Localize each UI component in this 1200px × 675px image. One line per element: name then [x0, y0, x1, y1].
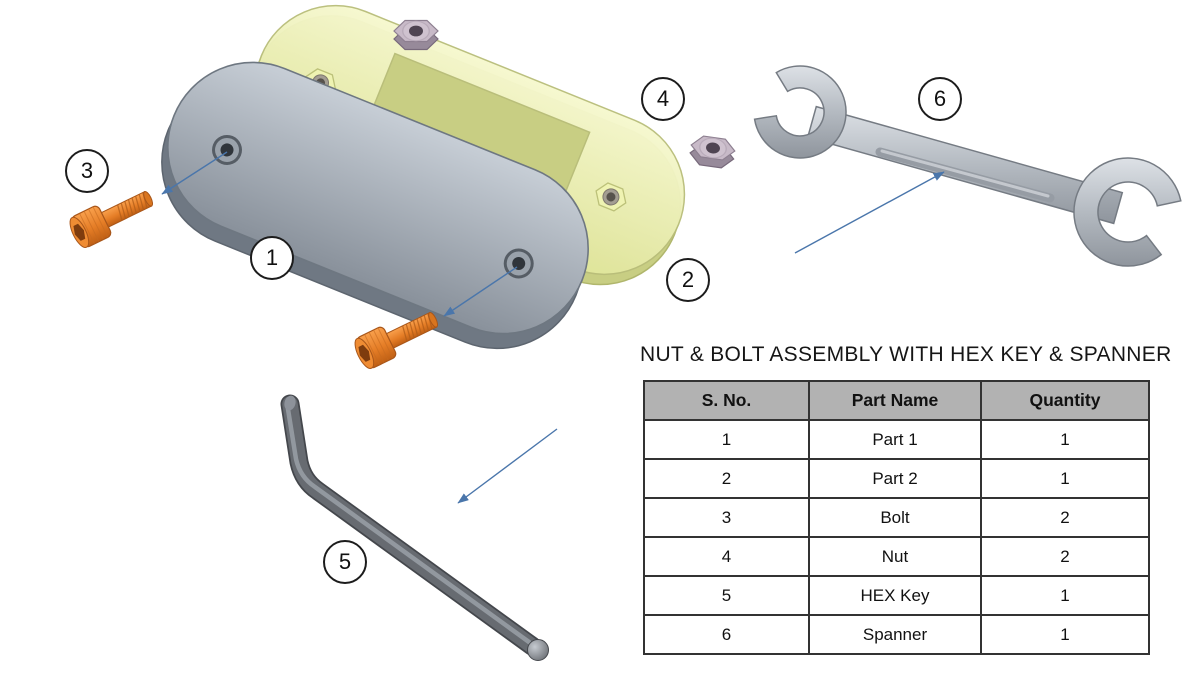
- hex-key-end-face: [284, 395, 296, 411]
- col-header-quantity: Quantity: [980, 380, 1150, 421]
- cell-sno: 4: [643, 536, 810, 577]
- cell-part-name: Spanner: [808, 614, 982, 655]
- part2-nut-pocket: [595, 182, 627, 212]
- col-header-part-name: Part Name: [808, 380, 982, 421]
- cell-quantity: 2: [980, 497, 1150, 538]
- table-header-row: S. No. Part Name Quantity: [643, 380, 1150, 421]
- cell-quantity: 1: [980, 614, 1150, 655]
- cell-sno: 5: [643, 575, 810, 616]
- balloon-hexkey: 5: [323, 540, 367, 584]
- table-row: 3 Bolt 2: [643, 497, 1150, 538]
- balloon-label: 3: [80, 158, 94, 183]
- leader-arrow-hexkey: [457, 428, 558, 504]
- spanner: [753, 65, 1182, 267]
- balloon-part2: 2: [666, 258, 710, 302]
- cell-sno: 2: [643, 458, 810, 499]
- table-row: 5 HEX Key 1: [643, 575, 1150, 616]
- cell-quantity: 2: [980, 536, 1150, 577]
- cell-quantity: 1: [980, 458, 1150, 499]
- cell-sno: 1: [643, 419, 810, 460]
- table-row: 1 Part 1 1: [643, 419, 1150, 460]
- table-row: 4 Nut 2: [643, 536, 1150, 577]
- nut: [689, 135, 736, 169]
- leader-arrows: [161, 151, 945, 504]
- hex-socket: [73, 223, 86, 241]
- hex-key-ball-end: [527, 639, 549, 661]
- leader-arrow-spanner: [794, 171, 945, 254]
- cell-sno: 3: [643, 497, 810, 538]
- hex-key: [280, 394, 549, 661]
- page-title: NUT & BOLT ASSEMBLY WITH HEX KEY & SPANN…: [640, 343, 1172, 366]
- balloon-part1: 1: [250, 236, 294, 280]
- balloon-spanner: 6: [918, 77, 962, 121]
- parts-table: S. No. Part Name Quantity 1 Part 1 1 2 P…: [643, 380, 1150, 655]
- nut: [393, 19, 439, 51]
- balloon-label: 2: [681, 267, 695, 292]
- cell-part-name: Part 2: [808, 458, 982, 499]
- balloon-label: 5: [338, 549, 352, 574]
- table-row: 6 Spanner 1: [643, 614, 1150, 655]
- col-header-sno: S. No.: [643, 380, 810, 421]
- cell-quantity: 1: [980, 419, 1150, 460]
- leader-arrow-bolt3: [161, 151, 228, 195]
- balloon-label: 6: [933, 86, 947, 111]
- cell-part-name: HEX Key: [808, 575, 982, 616]
- table-row: 2 Part 2 1: [643, 458, 1150, 499]
- leader-arrow-bolt-bottom: [443, 266, 518, 317]
- balloon-bolt: 3: [65, 149, 109, 193]
- balloon-nut: 4: [641, 77, 685, 121]
- cell-sno: 6: [643, 614, 810, 655]
- cell-part-name: Bolt: [808, 497, 982, 538]
- balloon-label: 4: [656, 86, 670, 111]
- balloon-label: 1: [265, 245, 279, 270]
- cell-quantity: 1: [980, 575, 1150, 616]
- hex-socket: [358, 344, 371, 362]
- bolt: [354, 311, 439, 369]
- bolt: [69, 190, 154, 248]
- cell-part-name: Nut: [808, 536, 982, 577]
- cell-part-name: Part 1: [808, 419, 982, 460]
